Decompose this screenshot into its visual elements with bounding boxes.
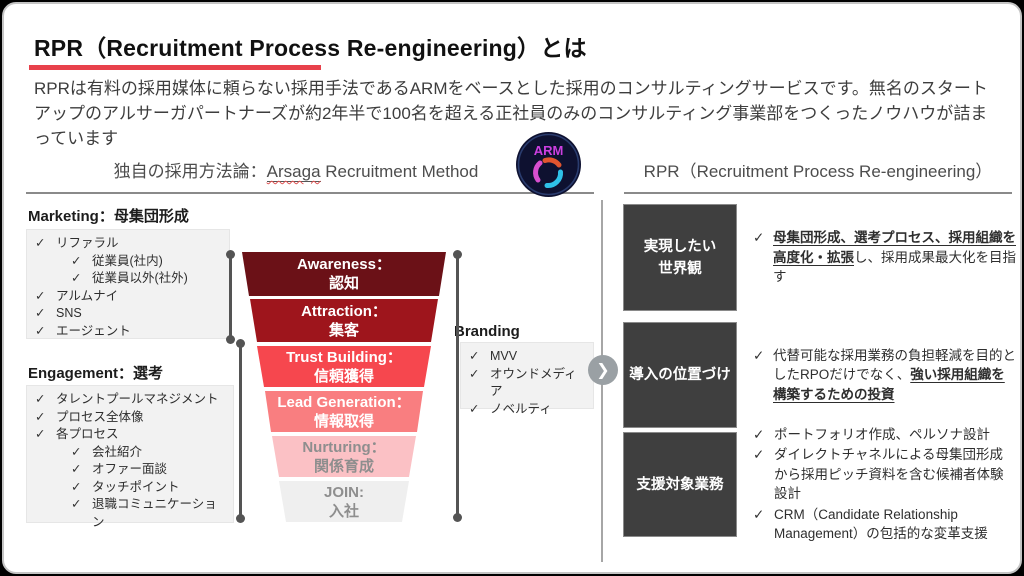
bullet-item: ✓ダイレクトチャネルによる母集団形成から採用ピッチ資料を含む候補者体験設計	[753, 445, 1016, 504]
check-icon: ✓	[35, 236, 46, 250]
marketing-title: Marketing：母集団形成	[28, 208, 189, 225]
list-item: ✓従業員(社内)	[35, 253, 223, 271]
check-icon: ✓	[753, 447, 765, 462]
list-item: ✓退職コミュニケーション	[35, 496, 227, 531]
title-accent-underline	[29, 65, 321, 70]
funnel-stage-lead-generation: Lead Generation： 情報取得	[265, 391, 423, 432]
row-supported-operations: 支援対象業務 ✓ポートフォリオ作成、ペルソナ設計 ✓ダイレクトチャネルによる母集…	[623, 427, 1016, 542]
engagement-bracket-line	[236, 339, 245, 523]
check-icon: ✓	[469, 366, 480, 381]
check-icon: ✓	[469, 401, 480, 416]
branding-bracket-line	[453, 250, 462, 522]
row-label: 導入の位置づけ	[623, 322, 737, 428]
row-desired-world: 実現したい 世界観 ✓ 母集団形成、選考プロセス、採用組織を高度化・拡張し、採用…	[623, 204, 1016, 311]
check-icon: ✓	[71, 253, 82, 268]
check-icon: ✓	[469, 349, 480, 363]
list-item: ✓各プロセス	[35, 426, 227, 444]
bullet-item: ✓ 母集団形成、選考プロセス、採用組織を高度化・拡張し、採用成果最大化を目指す	[753, 228, 1016, 287]
arm-logo-icon: ARM	[516, 132, 581, 197]
check-icon: ✓	[753, 347, 765, 363]
list-item: ✓アルムナイ	[35, 288, 223, 306]
left-section-header: 独自の採用方法論：Arsaga Recruitment Method	[26, 157, 566, 182]
bullet-item: ✓ポートフォリオ作成、ペルソナ設計	[753, 425, 1016, 445]
left-header-rest: Recruitment Method	[320, 162, 479, 181]
list-item: ✓SNS	[35, 305, 223, 323]
check-icon: ✓	[71, 444, 82, 459]
left-header-rule	[26, 192, 594, 194]
brand-name: Arsaga	[266, 162, 321, 182]
funnel-stage-nurturing: Nurturing： 関係育成	[272, 436, 416, 477]
row-positioning: 導入の位置づけ ✓ 代替可能な採用業務の負担軽減を目的としたRPOだけでなく、強…	[623, 322, 1016, 428]
row-body: ✓ 代替可能な採用業務の負担軽減を目的としたRPOだけでなく、強い採用組織を構築…	[737, 322, 1016, 428]
description-text: RPRは有料の採用媒体に頼らない採用手法であるARMをベースとした採用のコンサル…	[34, 79, 988, 148]
check-icon: ✓	[35, 288, 46, 303]
check-icon: ✓	[35, 392, 46, 406]
bullet-item: ✓CRM（Candidate Relationship Management）の…	[753, 505, 1016, 544]
engagement-title: Engagement：選考	[28, 365, 164, 382]
branding-box: ✓MVV ✓オウンドメディア ✓ノベルティ	[460, 342, 594, 416]
list-item: ✓従業員以外(社外)	[35, 270, 223, 288]
funnel-stage-awareness: Awareness： 認知	[242, 252, 446, 296]
check-icon: ✓	[71, 497, 82, 511]
check-icon: ✓	[753, 426, 765, 442]
list-item: ✓オウンドメディア	[469, 366, 587, 401]
arm-logo-label: ARM	[534, 143, 564, 158]
list-item: ✓タレントプールマネジメント	[35, 391, 227, 409]
engagement-box: ✓タレントプールマネジメント ✓プロセス全体像 ✓各プロセス ✓会社紹介 ✓オフ…	[26, 385, 234, 529]
row-body: ✓ポートフォリオ作成、ペルソナ設計 ✓ダイレクトチャネルによる母集団形成から採用…	[737, 427, 1016, 542]
funnel-stage-join: JOIN: 入社	[279, 481, 409, 522]
recruitment-funnel: Awareness： 認知 Attraction： 集客 Trust Build…	[239, 252, 449, 522]
right-header-rule	[624, 192, 1012, 194]
row-label: 実現したい 世界観	[623, 204, 737, 311]
bullet-item: ✓ 代替可能な採用業務の負担軽減を目的としたRPOだけでなく、強い採用組織を構築…	[753, 346, 1016, 405]
branding-title: Branding	[454, 323, 520, 340]
marketing-box: ✓リファラル ✓従業員(社内) ✓従業員以外(社外) ✓アルムナイ ✓SNS ✓…	[26, 229, 230, 339]
list-item: ✓タッチポイント	[35, 479, 227, 497]
funnel-stage-trust-building: Trust Building： 信頼獲得	[257, 346, 431, 387]
right-section-header: RPR（Recruitment Process Re-engineering）	[643, 162, 993, 181]
check-icon: ✓	[35, 427, 46, 441]
check-icon: ✓	[71, 479, 82, 494]
list-item: ✓ノベルティ	[469, 401, 587, 419]
list-item: ✓プロセス全体像	[35, 409, 227, 427]
check-icon: ✓	[753, 506, 765, 522]
check-icon: ✓	[753, 230, 765, 246]
marketing-bracket-line	[226, 250, 235, 344]
row-body: ✓ 母集団形成、選考プロセス、採用組織を高度化・拡張し、採用成果最大化を目指す	[737, 204, 1016, 311]
check-icon: ✓	[35, 306, 46, 320]
check-icon: ✓	[71, 462, 82, 476]
funnel-stage-attraction: Attraction： 集客	[250, 299, 438, 342]
row-label: 支援対象業務	[623, 432, 737, 537]
list-item: ✓MVV	[469, 348, 587, 366]
check-icon: ✓	[71, 271, 82, 285]
chevron-right-icon: ❯	[588, 355, 618, 385]
list-item: ✓会社紹介	[35, 444, 227, 462]
page-title: RPR（Recruitment Process Re-engineering）と…	[34, 35, 587, 61]
check-icon: ✓	[35, 409, 46, 424]
check-icon: ✓	[35, 323, 46, 338]
left-header-pre: 独自の採用方法論：	[113, 162, 267, 181]
list-item: ✓エージェント	[35, 323, 223, 341]
list-item: ✓リファラル	[35, 235, 223, 253]
list-item: ✓オファー面談	[35, 461, 227, 479]
